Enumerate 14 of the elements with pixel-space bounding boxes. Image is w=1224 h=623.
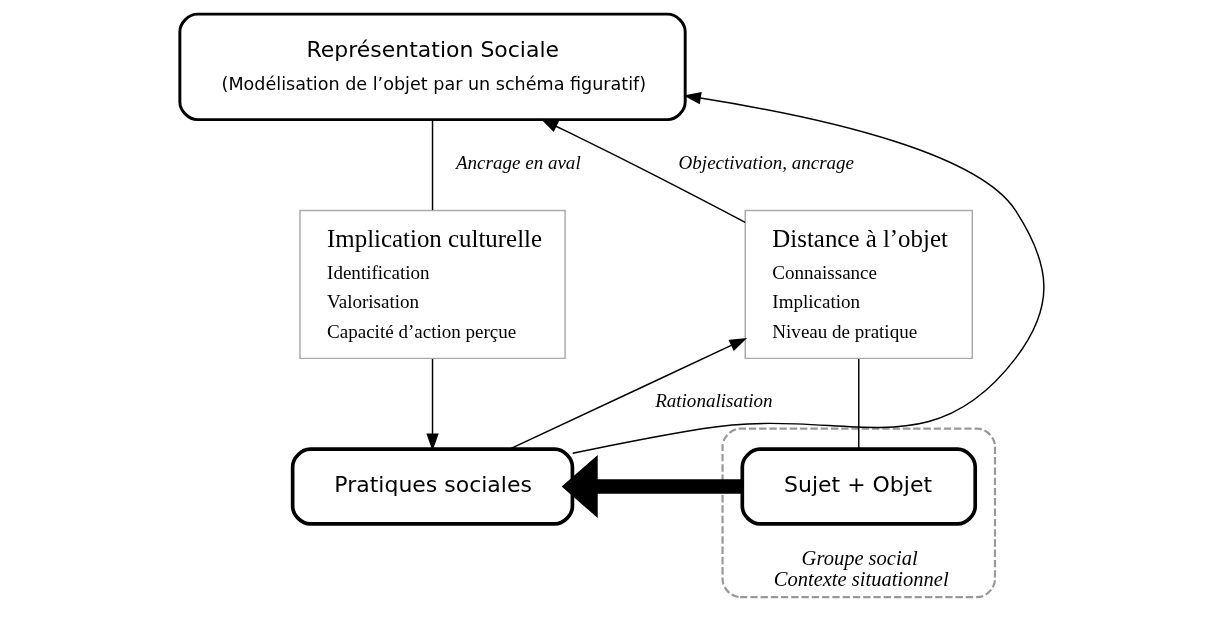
- connector: [858, 358, 860, 450]
- arrow: [540, 118, 746, 223]
- connector: [431, 119, 434, 211]
- node-box: Implication culturelle Identification Valorisation Capacité d’action perçue: [299, 209, 566, 360]
- node-box: Distance à l’objet Connaissance Implication Niveau de pratique: [744, 209, 973, 360]
- arrow: [508, 338, 748, 450]
- arrow: [561, 455, 743, 519]
- node-box: Sujet + Objet: [740, 447, 978, 526]
- edge-label: Ancrage en aval: [455, 151, 581, 173]
- edge-label: Objectivation, ancrage: [678, 151, 855, 173]
- arrow: [571, 92, 1045, 454]
- edge-label: Rationalisation: [655, 390, 773, 412]
- node-box: Représentation Sociale (Modélisation de l’objet par un schéma figuratif): [178, 12, 687, 122]
- node-box: Pratiques sociales: [290, 447, 575, 526]
